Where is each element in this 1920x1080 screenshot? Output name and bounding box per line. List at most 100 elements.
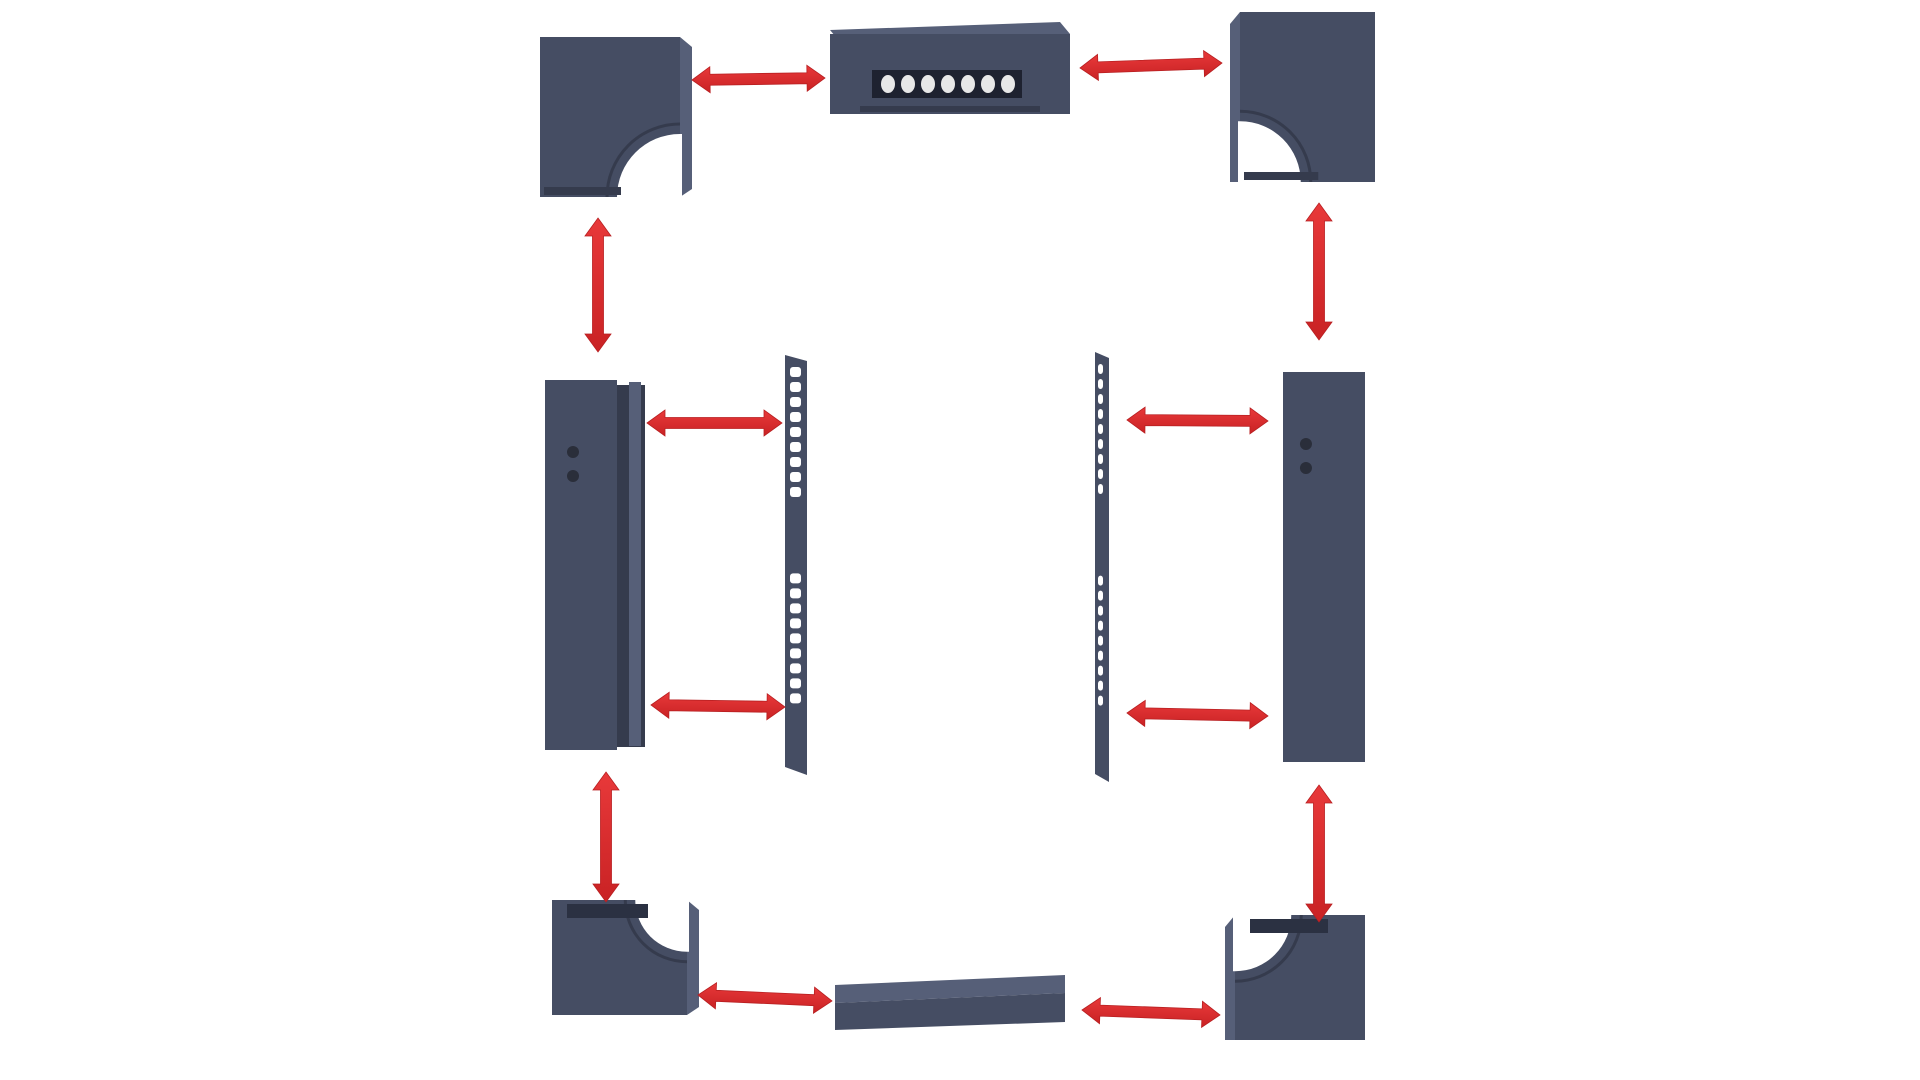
double-headed-arrow bbox=[1126, 699, 1269, 730]
left-rack-rail bbox=[785, 355, 807, 775]
arrow-right-rail-to-right-panel-lower bbox=[1126, 699, 1269, 730]
rail-hole bbox=[790, 412, 801, 422]
rail-hole bbox=[1098, 469, 1103, 479]
panel-front-face bbox=[1283, 372, 1365, 762]
double-headed-arrow bbox=[691, 64, 826, 94]
arrow-right-panel-to-bottom-right bbox=[1305, 784, 1333, 923]
arrow-top-left-to-left-panel bbox=[584, 217, 612, 353]
arrow-left-panel-to-left-rail-lower bbox=[650, 691, 786, 721]
corner-curve-cutout bbox=[635, 898, 689, 952]
rail-hole bbox=[790, 487, 801, 497]
rail-hole bbox=[790, 573, 801, 584]
switch-bar-lip bbox=[860, 106, 1040, 112]
rail-hole bbox=[1098, 650, 1103, 661]
corner-slot bbox=[567, 904, 648, 918]
bottom-right-corner-piece bbox=[1225, 913, 1365, 1040]
arrow-top-right-to-right-panel bbox=[1305, 202, 1333, 341]
rail-hole bbox=[790, 663, 801, 674]
rail-hole bbox=[1098, 575, 1103, 586]
arrow-switch-to-top-right bbox=[1079, 49, 1223, 82]
rail-hole bbox=[1098, 394, 1103, 404]
corner-side-face bbox=[680, 37, 692, 197]
rail-hole bbox=[1098, 620, 1103, 631]
rail-hole bbox=[1098, 364, 1103, 374]
panel-front-face bbox=[545, 380, 617, 750]
rail-hole bbox=[790, 397, 801, 407]
corner-slot bbox=[1250, 919, 1328, 933]
double-headed-arrow bbox=[592, 771, 620, 903]
corner-curve-cutout bbox=[1238, 121, 1301, 184]
bottom-center-bar bbox=[835, 975, 1065, 1030]
rail-hole bbox=[790, 427, 801, 437]
screw-hole bbox=[567, 470, 579, 482]
rail-hole bbox=[790, 648, 801, 659]
rail-hole bbox=[790, 618, 801, 629]
panel-channel-lip bbox=[629, 382, 641, 746]
double-headed-arrow bbox=[1079, 49, 1223, 82]
corner-curve-lip bbox=[1239, 109, 1313, 183]
corner-slot bbox=[1244, 172, 1319, 180]
arrow-left-panel-to-bottom-left bbox=[592, 771, 620, 903]
double-headed-arrow bbox=[697, 982, 833, 1014]
double-headed-arrow bbox=[1081, 996, 1221, 1029]
rail-hole bbox=[1098, 379, 1103, 389]
corner-side-face bbox=[1225, 915, 1235, 1040]
double-headed-arrow bbox=[1126, 406, 1269, 435]
rail-hole bbox=[790, 457, 801, 467]
corner-curve-cutout bbox=[617, 134, 682, 199]
arrow-bottom-left-to-bottom-bar bbox=[697, 982, 833, 1014]
bar-top-face bbox=[835, 975, 1065, 1003]
double-headed-arrow bbox=[584, 217, 612, 353]
rail-hole bbox=[790, 588, 801, 599]
top-left-corner-piece bbox=[540, 37, 692, 199]
right-side-panel bbox=[1283, 372, 1365, 762]
rail-hole bbox=[1098, 484, 1103, 494]
rail-hole bbox=[1098, 424, 1103, 434]
rail-hole bbox=[1098, 439, 1103, 449]
arrow-left-panel-to-left-rail-upper bbox=[646, 409, 783, 437]
arrows-layer bbox=[584, 49, 1333, 1029]
double-headed-arrow bbox=[1305, 784, 1333, 923]
rail-hole bbox=[1098, 409, 1103, 419]
rail-hole bbox=[1098, 635, 1103, 646]
corner-curve-lip bbox=[605, 122, 681, 198]
parts-layer bbox=[540, 12, 1375, 1040]
double-headed-arrow bbox=[650, 691, 786, 721]
screw-hole bbox=[1299, 462, 1312, 474]
rail-hole bbox=[790, 693, 801, 704]
bar-front-face bbox=[835, 993, 1065, 1030]
switch-port bbox=[881, 75, 895, 93]
rail-hole bbox=[790, 442, 801, 452]
top-center-switch-bar bbox=[830, 22, 1070, 114]
corner-slot bbox=[544, 187, 621, 195]
rail-hole bbox=[1098, 695, 1103, 706]
screw-hole bbox=[1299, 438, 1312, 450]
rail-hole bbox=[790, 367, 801, 377]
rail-hole bbox=[1098, 665, 1103, 676]
corner-side-face bbox=[1230, 12, 1240, 182]
arrow-right-rail-to-right-panel-upper bbox=[1126, 406, 1269, 435]
rail-hole bbox=[1098, 454, 1103, 464]
rail-hole bbox=[1098, 590, 1103, 601]
double-headed-arrow bbox=[1305, 202, 1333, 341]
double-headed-arrow bbox=[646, 409, 783, 437]
left-side-panel bbox=[545, 380, 645, 750]
switch-port bbox=[901, 75, 915, 93]
switch-port bbox=[981, 75, 995, 93]
switch-port bbox=[941, 75, 955, 93]
arrow-top-left-to-switch bbox=[691, 64, 826, 94]
corner-side-face bbox=[687, 900, 699, 1015]
rail-hole bbox=[1098, 680, 1103, 691]
switch-port bbox=[921, 75, 935, 93]
bottom-left-corner-piece bbox=[552, 898, 699, 1015]
arrow-bottom-bar-to-bottom-right bbox=[1081, 996, 1221, 1029]
switch-port bbox=[1001, 75, 1015, 93]
rail-hole bbox=[790, 633, 801, 644]
right-rack-rail bbox=[1095, 352, 1109, 782]
top-right-corner-piece bbox=[1230, 12, 1375, 184]
rail-hole bbox=[1098, 605, 1103, 616]
rail-hole bbox=[790, 678, 801, 689]
switch-port bbox=[961, 75, 975, 93]
